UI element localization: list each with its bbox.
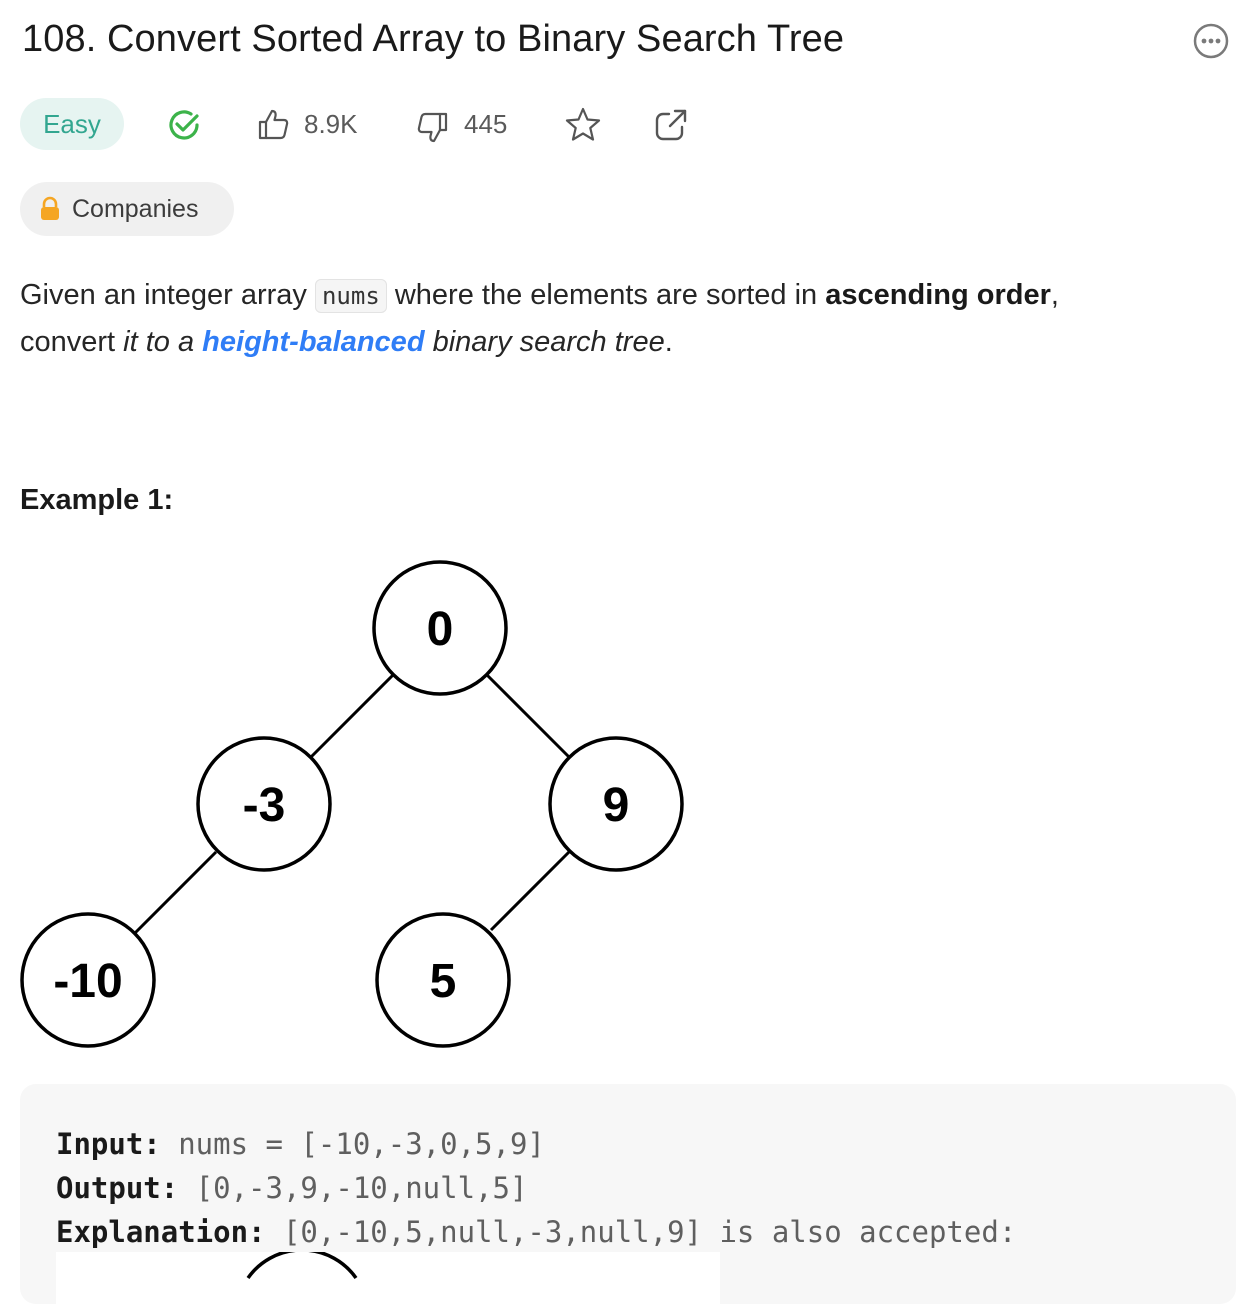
explanation-label: Explanation: [56,1215,266,1249]
output-value: [0,-3,9,-10,null,5] [178,1171,528,1205]
more-icon [1193,23,1229,59]
tree-node-label: 0 [427,603,454,656]
companies-label: Companies [72,194,199,223]
tree-node-right [548,736,684,872]
tree-node-right-left [375,912,511,1048]
star-icon [565,107,601,141]
input-label: Input: [56,1127,161,1161]
tree-node-label: 5 [430,955,457,1008]
input-value: nums = [-10,-3,0,5,9] [160,1127,545,1161]
example-title: Example 1: [20,484,174,516]
tree-edge [309,673,395,759]
dislike-button[interactable]: 445 [416,98,526,152]
like-count: 8.9K [304,109,358,139]
share-button[interactable] [652,106,690,144]
tree-node-left-left [20,912,156,1048]
thumbs-down-icon [417,112,448,143]
problem-description: Given an integer array nums where the el… [20,279,1059,358]
tree-node-label: -3 [243,779,286,832]
favorite-button[interactable] [564,106,602,144]
like-button[interactable]: 8.9K [256,98,366,152]
explanation-tree-partial [246,1252,358,1280]
example-tree-diagram: 0 -3 9 -10 5 [20,560,684,1048]
bold-ascending-order: ascending order [825,279,1051,311]
difficulty-badge: Easy [20,98,124,150]
more-options-button[interactable] [1192,22,1230,60]
output-label: Output: [56,1171,179,1205]
tree-node-label: -10 [53,955,122,1008]
lock-icon [41,196,59,220]
tree-node-label: 9 [603,779,630,832]
share-icon [655,109,687,141]
problem-title: 108. Convert Sorted Array to Binary Sear… [22,18,845,60]
inline-code-nums: nums [314,279,387,313]
height-balanced-link[interactable]: height-balanced [202,326,425,358]
companies-button[interactable]: Companies [20,182,234,236]
tree-edge [485,673,571,759]
tree-edge [132,850,218,936]
example-code-block: Input: nums = [-10,-3,0,5,9] Output: [0,… [20,1084,1236,1312]
tree-node-left [196,736,332,872]
tree-node-root [372,560,508,696]
tree-edge [489,849,572,932]
thumbs-up-icon [258,109,289,140]
explanation-value: [0,-10,5,null,-3,null,9] is also accepte… [265,1215,1017,1249]
solved-check-icon [169,110,199,140]
dislike-count: 445 [464,109,508,139]
problem-meta-row: Easy 8.9K 445 [20,98,740,152]
explanation-image [56,1252,720,1312]
